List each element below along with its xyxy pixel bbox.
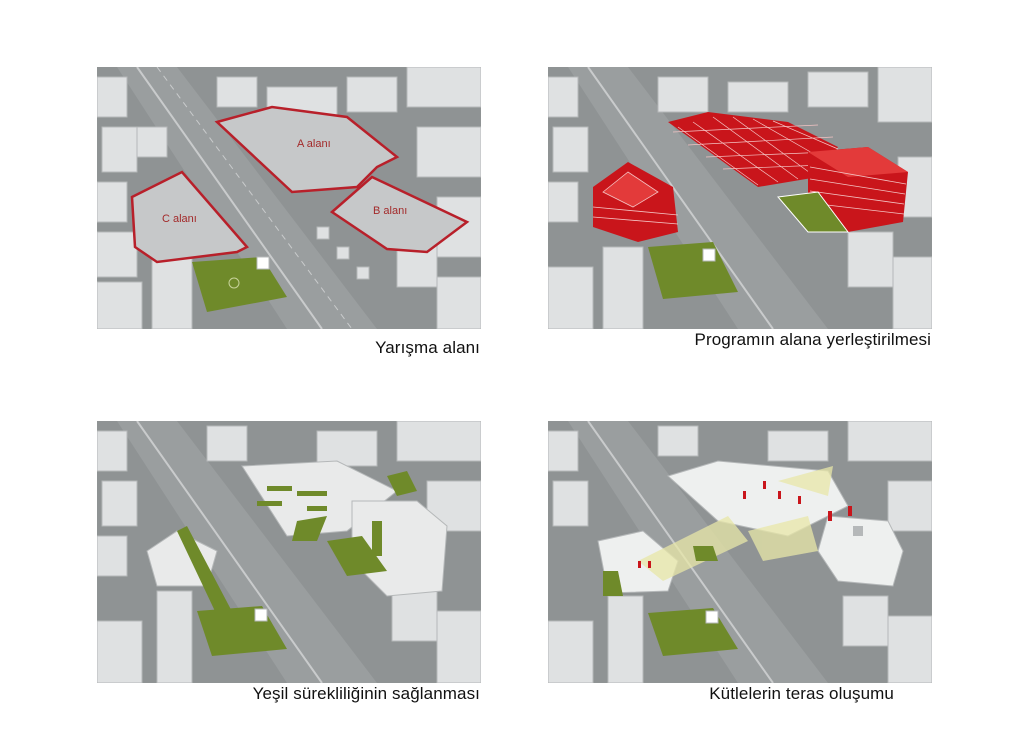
surrounding-buildings [97, 67, 481, 329]
main-road [117, 67, 377, 329]
caption-site: Yarışma alanı [375, 338, 480, 357]
terrace-drawing [548, 421, 932, 683]
site-a [214, 105, 400, 194]
terrace-panel [548, 421, 932, 683]
green-park [192, 257, 287, 312]
site-b-label: B alanı [373, 205, 407, 217]
program-drawing [548, 67, 932, 329]
site-plan-drawing: A alanı B alanı C alanı [97, 67, 481, 329]
green-continuity-drawing [97, 421, 481, 683]
caption-terrace: Kütlelerin teras oluşumu [709, 684, 894, 703]
caption-program: Programın alana yerleştirilmesi [694, 330, 931, 349]
surrounding-buildings [548, 67, 932, 329]
surrounding-buildings [548, 421, 932, 683]
site-b [329, 175, 470, 254]
site-c-label: C alanı [162, 213, 197, 225]
site-plan-panel: A alanı B alanı C alanı [97, 67, 481, 329]
light-beams [638, 466, 833, 581]
entrance-markers [638, 481, 852, 568]
site-a-label: A alanı [297, 138, 331, 150]
green-continuity-panel [97, 421, 481, 683]
surrounding-buildings [97, 421, 481, 683]
program-placement-panel [548, 67, 932, 329]
green-corridors [177, 471, 417, 626]
caption-green: Yeşil sürekliliğinin sağlanması [252, 684, 480, 703]
site-c [130, 170, 249, 264]
